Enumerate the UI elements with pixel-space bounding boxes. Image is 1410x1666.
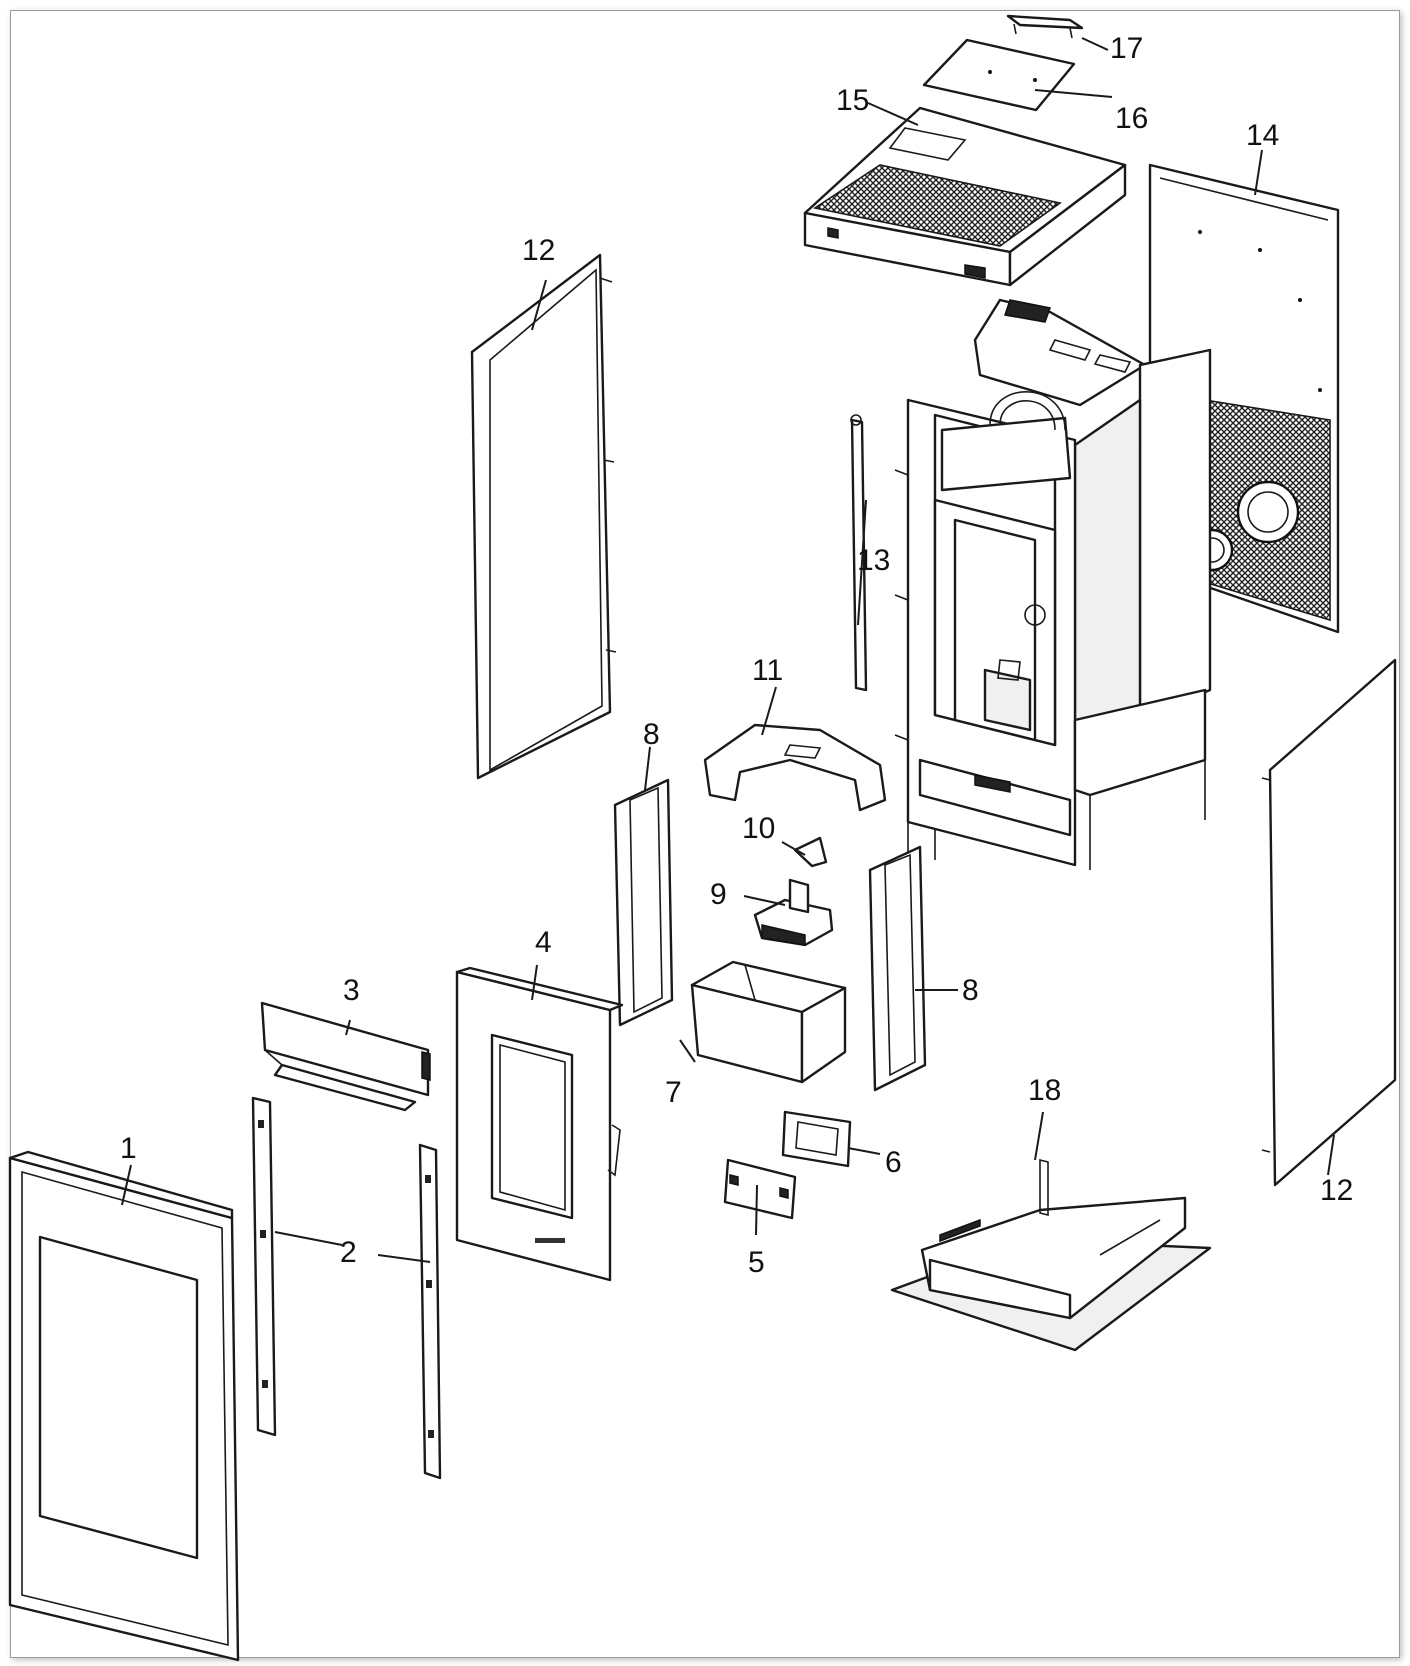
callout-16: 16	[1115, 102, 1148, 135]
part-6-gasket	[781, 1110, 852, 1168]
part-4-door	[455, 966, 624, 1282]
part-8-column-right	[868, 845, 927, 1092]
callout-17: 17	[1110, 32, 1143, 65]
part-12-side-panel-left	[470, 253, 617, 780]
part-5-cover-plate	[723, 1158, 797, 1220]
callout-8-right: 8	[962, 974, 979, 1007]
part-10-wedge	[793, 836, 828, 868]
part-13-rod	[850, 414, 868, 692]
part-1-front-frame	[8, 1150, 240, 1662]
part-16-top-plate	[922, 38, 1076, 112]
part-7-ash-box	[690, 960, 847, 1084]
part-2-strip-left	[251, 1096, 277, 1437]
part-12-side-panel-right	[1261, 658, 1397, 1187]
part-8-column-left	[613, 778, 674, 1027]
part-2-strip-right	[418, 1143, 442, 1480]
stove-main-body	[894, 298, 1212, 870]
callout-labels: 1 2 3 4 5 6 7 8 8 9 10 11 12 12 13 14 15…	[120, 32, 1353, 1279]
leader-lines	[121, 37, 1335, 1263]
callout-11: 11	[752, 654, 783, 687]
part-9-burn-pot	[753, 878, 834, 947]
callout-3: 3	[343, 974, 360, 1007]
callout-12-top: 12	[522, 234, 555, 267]
part-11-deflector	[703, 723, 887, 812]
part-18-base-tray	[890, 1158, 1212, 1352]
callout-13: 13	[857, 544, 890, 577]
part-17-handle	[1006, 14, 1084, 39]
callout-18: 18	[1028, 1074, 1061, 1107]
callout-4: 4	[535, 926, 552, 959]
callout-7: 7	[665, 1076, 682, 1109]
part-15-top-cover	[803, 106, 1127, 287]
callout-6: 6	[885, 1146, 902, 1179]
callout-12-right: 12	[1320, 1174, 1353, 1207]
callout-8-left: 8	[643, 718, 660, 751]
callout-5: 5	[748, 1246, 765, 1279]
part-3-plate	[260, 1001, 431, 1112]
callout-1: 1	[120, 1132, 137, 1165]
callout-2: 2	[340, 1236, 357, 1269]
callout-10: 10	[742, 812, 775, 845]
callout-14: 14	[1246, 119, 1279, 152]
callout-9: 9	[710, 878, 727, 911]
callout-15: 15	[836, 84, 869, 117]
